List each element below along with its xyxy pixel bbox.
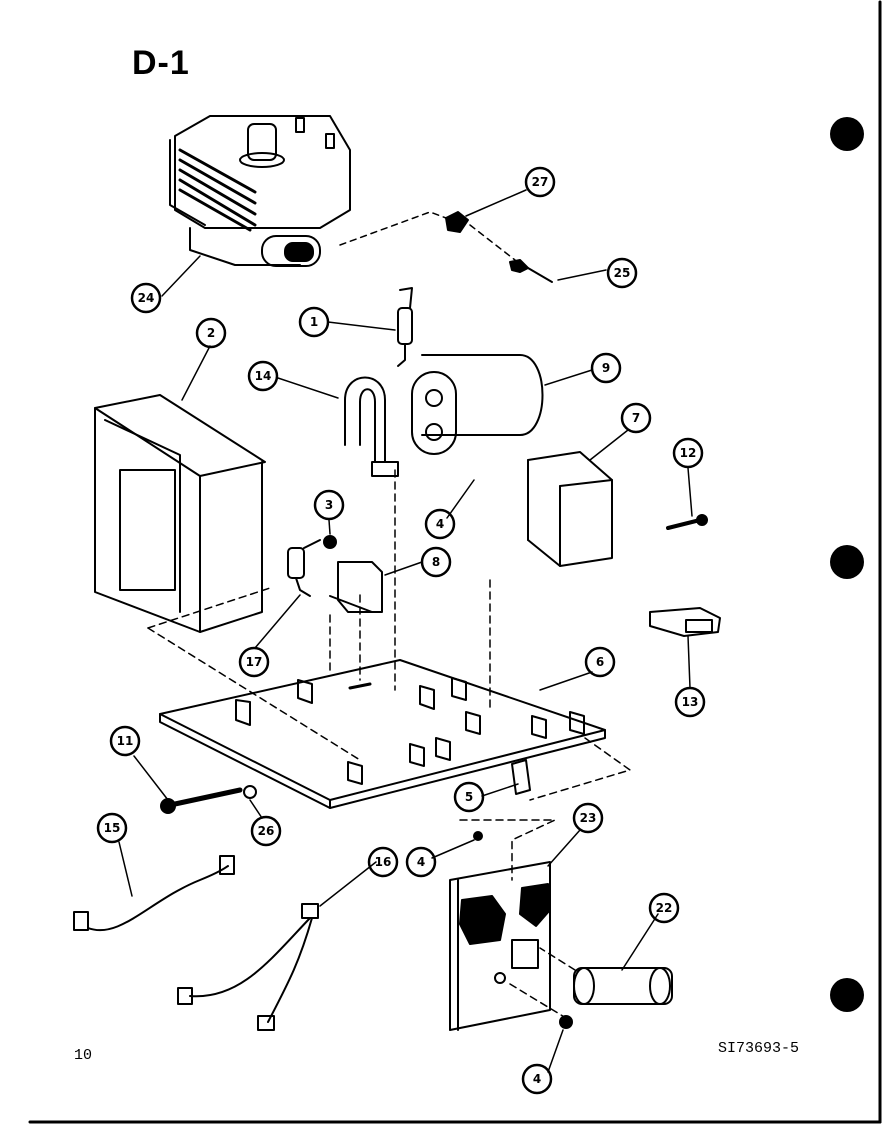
screw-25: [509, 259, 553, 283]
callout-wire-harness-15: 15: [96, 812, 128, 844]
wire-clamp: [511, 759, 531, 795]
callout-magnetron: 24: [130, 282, 162, 314]
callout-bolt: 11: [109, 725, 141, 757]
capacitor-clamp: [344, 376, 399, 477]
callout-screw-4-upper: 4: [424, 508, 456, 540]
callout-screw-12: 12: [672, 437, 704, 469]
wire-harness-15: [73, 855, 235, 931]
callout-bubbles: 24 27 25 1 2 14 9 7 12 3 4 8 17 6 13 11 …: [96, 166, 706, 1095]
svg-text:8: 8: [432, 555, 440, 569]
high-voltage-transformer: [94, 394, 266, 633]
binder-hole-middle: [830, 545, 864, 579]
svg-text:16: 16: [375, 855, 392, 869]
svg-text:4: 4: [436, 517, 444, 531]
svg-text:14: 14: [255, 369, 272, 383]
screw-4-lower: [559, 1015, 573, 1029]
callout-screw-4-middle: 4: [405, 846, 437, 878]
callout-resistor-assembly: 17: [238, 646, 270, 678]
svg-text:22: 22: [656, 901, 673, 915]
alignment-lines: [147, 469, 631, 1019]
diagram-title: D-1: [132, 44, 190, 82]
svg-text:11: 11: [117, 734, 134, 748]
svg-text:24: 24: [138, 291, 155, 305]
callout-capacitor: 9: [590, 352, 622, 384]
svg-text:25: 25: [614, 266, 631, 280]
svg-text:13: 13: [682, 695, 699, 709]
fuse-board: [449, 861, 551, 1031]
svg-text:12: 12: [680, 446, 697, 460]
callout-fuse: 22: [648, 892, 680, 924]
callout-capacitor-clamp: 14: [247, 360, 279, 392]
callout-transformer: 2: [195, 317, 227, 349]
callout-washer: 26: [250, 815, 282, 847]
page-border: [28, 0, 882, 1124]
washer: [243, 785, 257, 799]
callout-wire-harness-16: 16: [367, 846, 399, 878]
page-number: 10: [74, 1047, 93, 1064]
magnetron: [169, 115, 351, 267]
callout-screw-4-lower: 4: [521, 1063, 553, 1095]
drawing-code: SI73693-5: [718, 1040, 800, 1057]
leader-lines: [118, 189, 693, 1073]
svg-text:7: 7: [632, 411, 640, 425]
svg-text:1: 1: [310, 315, 318, 329]
callout-noise-filter: 7: [620, 402, 652, 434]
high-voltage-capacitor: [411, 354, 544, 455]
callout-fuse-holder-clip: 13: [674, 686, 706, 718]
svg-text:2: 2: [207, 326, 215, 340]
fuse-holder-clip: [649, 607, 721, 637]
diode: [397, 287, 413, 367]
svg-text:15: 15: [104, 821, 121, 835]
binder-hole-bottom: [830, 978, 864, 1012]
thermal-protector: [445, 211, 516, 261]
relay: [329, 561, 383, 613]
svg-text:23: 23: [580, 811, 597, 825]
screw-4-middle: [473, 831, 483, 841]
fuse: [573, 967, 673, 1005]
screw-12: [666, 514, 708, 530]
wire-harness-16: [177, 903, 319, 1031]
svg-text:3: 3: [325, 498, 333, 512]
callout-screw-25: 25: [606, 257, 638, 289]
noise-filter: [527, 451, 613, 567]
callout-fuse-board: 23: [572, 802, 604, 834]
binder-hole-top: [830, 117, 864, 151]
svg-text:4: 4: [533, 1072, 541, 1086]
svg-text:4: 4: [417, 855, 425, 869]
svg-text:5: 5: [465, 790, 473, 804]
guide-line: [339, 211, 447, 246]
svg-text:27: 27: [532, 175, 549, 189]
svg-text:6: 6: [596, 655, 604, 669]
svg-text:9: 9: [602, 361, 610, 375]
callout-screw-3: 3: [313, 489, 345, 521]
bolt: [160, 787, 243, 814]
callout-base-plate: 6: [584, 646, 616, 678]
svg-text:26: 26: [258, 824, 275, 838]
callout-diode: 1: [298, 306, 330, 338]
callout-relay: 8: [420, 546, 452, 578]
resistor-assembly: [287, 539, 321, 597]
callout-thermal-protector: 27: [524, 166, 556, 198]
callout-clamp: 5: [453, 781, 485, 813]
svg-text:17: 17: [246, 655, 263, 669]
screw-3: [323, 535, 337, 549]
base-plate: [159, 659, 606, 809]
